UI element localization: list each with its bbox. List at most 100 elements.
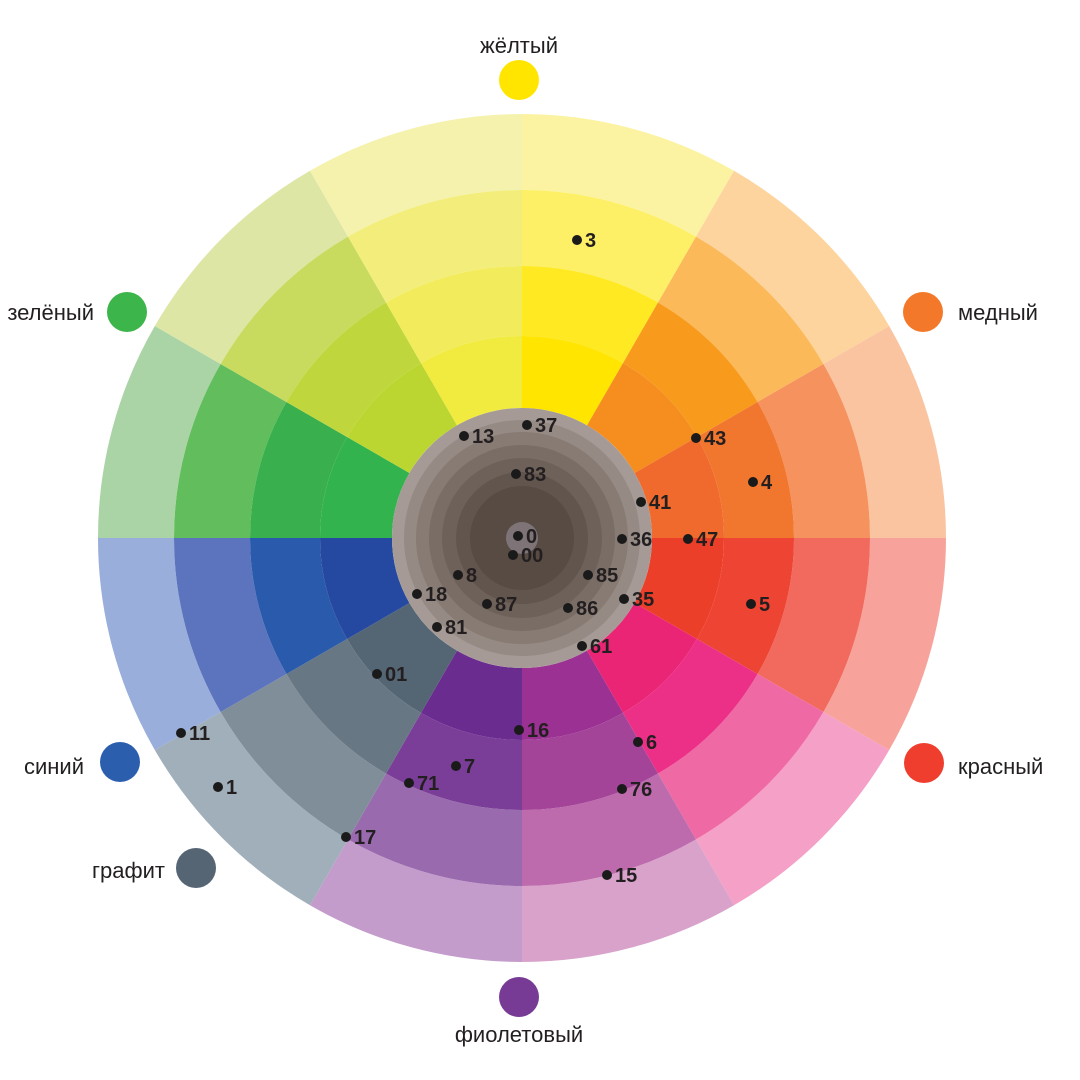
code-label-15: 15: [615, 865, 637, 887]
sector-magenta-ring-4: [522, 650, 623, 740]
code-dot-7: [451, 761, 461, 771]
sector-copper-ring-2: [658, 236, 824, 402]
code-label-0: 0: [526, 526, 537, 548]
code-dot-47: [683, 534, 693, 544]
code-label-5: 5: [759, 594, 770, 616]
code-label-85: 85: [596, 565, 618, 587]
code-label-13: 13: [472, 426, 494, 448]
code-dot-6: [633, 737, 643, 747]
sector-lime-ring-1: [154, 170, 348, 364]
sector-copper-ring-1: [696, 170, 890, 364]
sector-pink-ring-2: [658, 674, 824, 840]
code-label-76: 76: [630, 779, 652, 801]
code-dot-16: [514, 725, 524, 735]
sector-violet-ring-1: [310, 839, 522, 962]
sector-yellow-ring-1: [522, 114, 734, 237]
code-label-35: 35: [632, 589, 654, 611]
code-label-71: 71: [417, 773, 439, 795]
legend-label-violet: фиолетовый: [455, 1022, 583, 1047]
sector-blue-ring-1: [98, 538, 221, 750]
code-label-00: 00: [521, 545, 543, 567]
code-dot-15: [602, 870, 612, 880]
code-dot-17: [341, 832, 351, 842]
sector-red-ring-2: [757, 538, 870, 712]
legend-swatch-blue: [100, 742, 140, 782]
code-label-41: 41: [649, 492, 671, 514]
code-dot-13: [459, 431, 469, 441]
sector-blue-ring-4: [320, 538, 410, 639]
sector-citron-ring-2: [348, 190, 522, 303]
code-dot-18: [412, 589, 422, 599]
sector-red-ring-3: [696, 538, 794, 674]
code-dot-61: [577, 641, 587, 651]
code-dot-43: [691, 433, 701, 443]
code-dot-5: [746, 599, 756, 609]
sector-citron-ring-3: [386, 266, 522, 364]
code-dot-3: [572, 235, 582, 245]
code-dot-11: [176, 728, 186, 738]
legend-label-red: красный: [958, 754, 1043, 779]
legend-swatch-graphite: [176, 848, 216, 888]
sector-pink-ring-1: [696, 712, 890, 906]
code-dot-35: [619, 594, 629, 604]
code-label-36: 36: [630, 529, 652, 551]
legend-label-green: зелёный: [7, 300, 94, 325]
sector-violet-ring-4: [421, 650, 522, 740]
group-legend: жёлтый медный красный фиолетовый графит синий…: [7, 33, 1043, 1047]
code-label-3: 3: [585, 230, 596, 252]
sector-yellow-ring-2: [522, 190, 696, 303]
sector-graphite-ring-4: [347, 603, 457, 713]
sector-citron-ring-4: [421, 336, 522, 426]
sector-magenta-ring-2: [522, 773, 696, 886]
sector-graphite-ring-2: [220, 674, 386, 840]
legend-label-graphite: графит: [92, 858, 165, 883]
code-dot-85: [583, 570, 593, 580]
sector-copper-ring-3: [623, 302, 758, 437]
sector-blue-ring-2: [174, 538, 287, 712]
legend-label-blue: синий: [24, 754, 84, 779]
sector-red-ring-1: [823, 538, 946, 750]
sector-copper-ring-4: [587, 363, 697, 473]
sector-orange-ring-4: [634, 437, 724, 538]
code-label-83: 83: [524, 464, 546, 486]
legend-label-yellow: жёлтый: [480, 33, 558, 58]
sector-pink-ring-4: [587, 603, 697, 713]
code-label-8: 8: [466, 565, 477, 587]
sector-orange-ring-1: [823, 326, 946, 538]
sector-magenta-ring-1: [522, 839, 734, 962]
code-label-61: 61: [590, 636, 612, 658]
code-label-43: 43: [704, 428, 726, 450]
code-label-4: 4: [761, 472, 773, 494]
code-dot-71: [404, 778, 414, 788]
code-label-1: 1: [226, 777, 237, 799]
sector-lime-ring-4: [347, 363, 457, 473]
code-label-18: 18: [425, 584, 447, 606]
code-label-6: 6: [646, 732, 657, 754]
sector-blue-ring-3: [250, 538, 348, 674]
legend-swatch-copper: [903, 292, 943, 332]
color-wheel: [98, 114, 946, 962]
sector-citron-ring-1: [310, 114, 522, 237]
code-dot-81: [432, 622, 442, 632]
code-dot-4: [748, 477, 758, 487]
code-dot-00: [508, 550, 518, 560]
code-dot-0: [513, 531, 523, 541]
sector-graphite-ring-3: [286, 639, 421, 774]
code-dot-76: [617, 784, 627, 794]
code-label-87: 87: [495, 594, 517, 616]
sector-lime-ring-2: [220, 236, 386, 402]
code-dot-41: [636, 497, 646, 507]
sector-green-ring-3: [250, 402, 348, 538]
sector-pink-ring-3: [623, 639, 758, 774]
legend-label-copper: медный: [958, 300, 1038, 325]
code-dot-01: [372, 669, 382, 679]
code-label-81: 81: [445, 617, 467, 639]
code-label-11: 11: [189, 723, 210, 745]
sector-red-ring-4: [634, 538, 724, 639]
code-label-01: 01: [385, 664, 407, 686]
code-dot-36: [617, 534, 627, 544]
code-label-37: 37: [535, 415, 557, 437]
code-dot-83: [511, 469, 521, 479]
sector-graphite-ring-1: [154, 712, 348, 906]
